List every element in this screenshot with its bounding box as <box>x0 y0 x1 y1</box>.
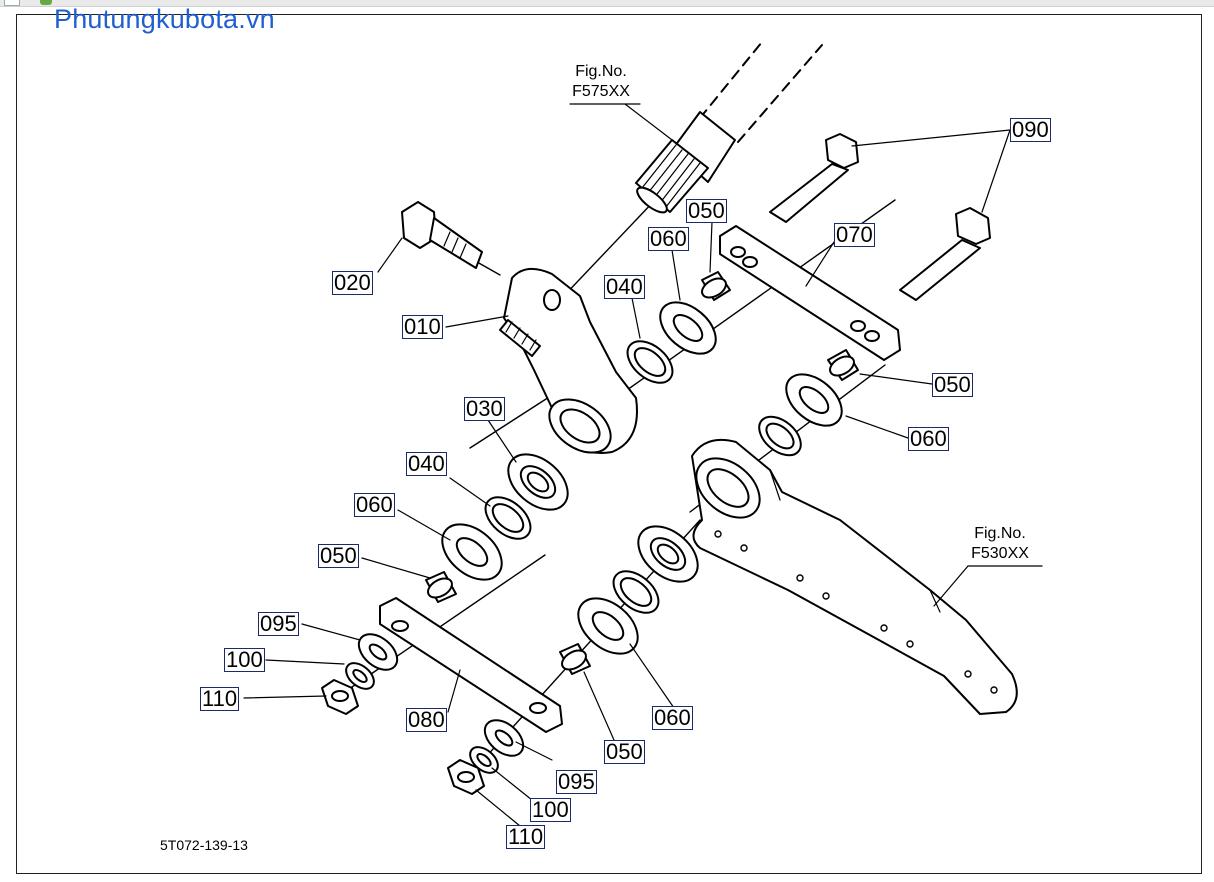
part-label-060-lower[interactable]: 060 <box>652 705 693 730</box>
part-label-010[interactable]: 010 <box>402 314 443 339</box>
part-label-080[interactable]: 080 <box>406 707 447 732</box>
washer-095-left <box>357 633 399 671</box>
bolt-020 <box>401 201 483 269</box>
figure-ref-top-line2: F575XX <box>572 83 630 100</box>
part-label-040-left[interactable]: 040 <box>406 451 447 476</box>
bolt-090-a <box>769 133 859 223</box>
part-label-030[interactable]: 030 <box>464 396 505 421</box>
part-label-060-right[interactable]: 060 <box>908 426 949 451</box>
snap-ring-040-left <box>484 496 532 540</box>
seal-060-left <box>441 523 503 581</box>
bolt-090-b <box>899 207 991 301</box>
part-label-090[interactable]: 090 <box>1010 117 1051 142</box>
collar-050-right <box>827 349 859 381</box>
steering-shaft <box>635 41 823 214</box>
part-label-020[interactable]: 020 <box>332 270 373 295</box>
part-label-095-lower[interactable]: 095 <box>556 769 597 794</box>
document-icon[interactable] <box>4 0 20 6</box>
part-label-060-left[interactable]: 060 <box>354 492 395 517</box>
figure-ref-top-line1: Fig.No. <box>575 63 627 80</box>
part-label-050-upper[interactable]: 050 <box>686 198 727 223</box>
plate-080 <box>379 597 563 733</box>
collar-050-upper <box>701 271 731 301</box>
collar-050-lower <box>559 643 591 675</box>
figure-ref-right-line2: F530XX <box>971 545 1029 562</box>
drag-link-arm <box>691 438 1018 715</box>
figure-ref-top[interactable]: Fig.No. F575XX <box>566 62 636 102</box>
snap-ring-040-right <box>758 415 802 457</box>
nut-110-left <box>321 679 359 715</box>
part-label-050-lower[interactable]: 050 <box>604 739 645 764</box>
washer-095-lower <box>483 719 525 757</box>
figure-ref-right[interactable]: Fig.No. F530XX <box>962 524 1038 564</box>
part-label-100-left[interactable]: 100 <box>224 647 265 672</box>
part-label-060-upper[interactable]: 060 <box>648 226 689 251</box>
pitman-arm-010 <box>499 267 638 454</box>
seal-060-right <box>785 373 843 427</box>
leader-lines <box>243 103 1043 827</box>
snap-ring-040-upper <box>626 340 674 384</box>
part-label-110-left[interactable]: 110 <box>200 686 240 711</box>
app-icon[interactable] <box>40 0 52 5</box>
part-label-050-right[interactable]: 050 <box>932 372 973 397</box>
seal-060-upper <box>659 301 717 355</box>
nut-110-lower <box>447 759 485 795</box>
lock-washer-100-lower <box>469 746 499 774</box>
window-top-strip <box>0 0 1214 7</box>
part-label-070[interactable]: 070 <box>834 222 875 247</box>
bearing-lower <box>637 525 699 583</box>
collar-050-left <box>425 571 457 603</box>
part-label-095-left[interactable]: 095 <box>258 611 299 636</box>
lock-washer-100-left <box>345 662 375 690</box>
document-code: 5T072-139-13 <box>160 837 248 853</box>
figure-ref-right-line1: Fig.No. <box>974 525 1026 542</box>
part-label-050-left[interactable]: 050 <box>318 543 359 568</box>
part-label-100-lower[interactable]: 100 <box>530 797 571 822</box>
snap-ring-040-lower <box>612 570 660 614</box>
plate-070 <box>719 225 901 361</box>
watermark: Phutungkubota.vn <box>54 4 275 34</box>
seal-060-lower <box>577 597 639 655</box>
part-label-040-upper[interactable]: 040 <box>604 274 645 299</box>
bearing-030 <box>507 453 569 511</box>
part-label-110-lower[interactable]: 110 <box>506 824 546 849</box>
